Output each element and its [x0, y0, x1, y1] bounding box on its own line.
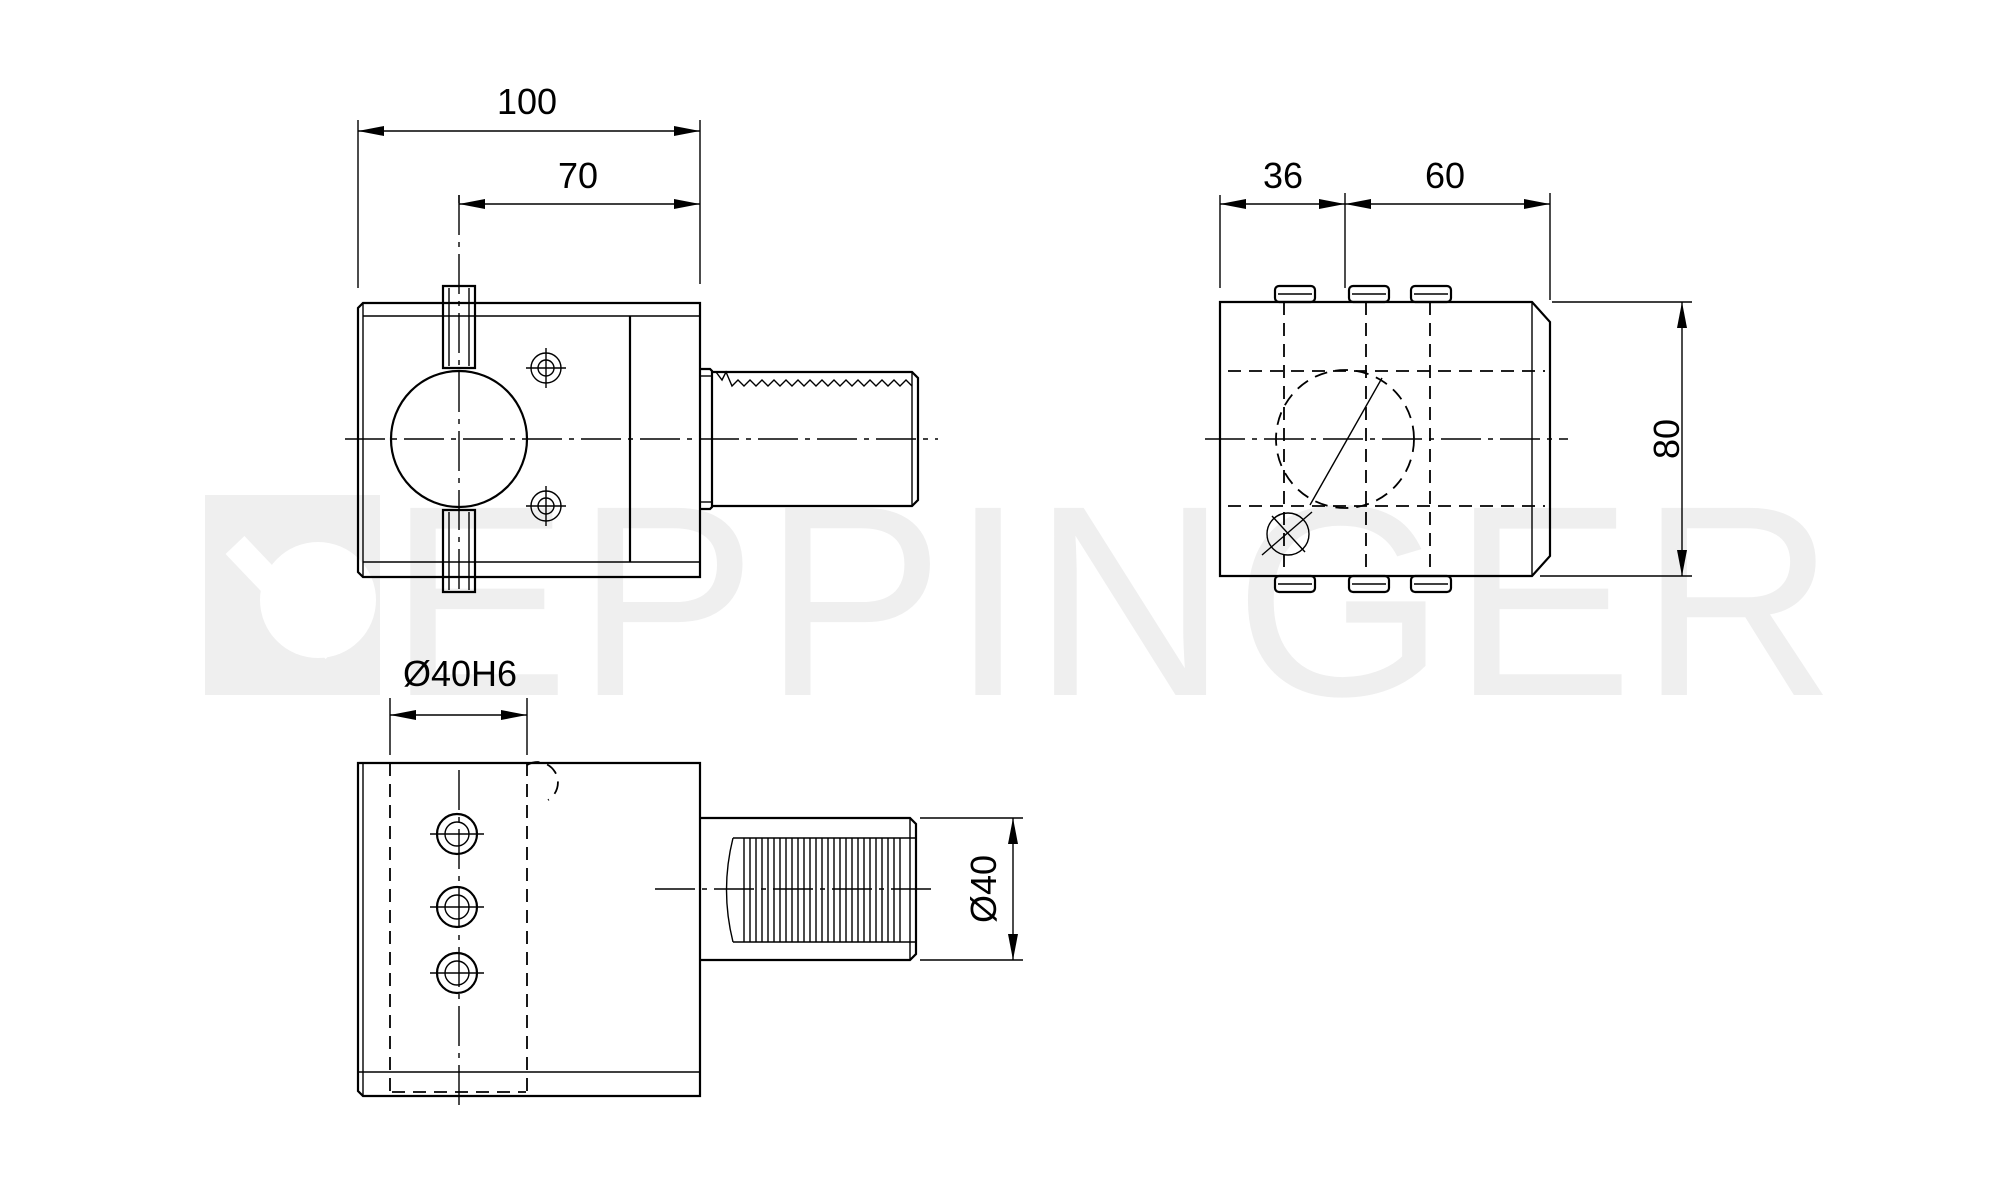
dim-width-a: 36	[1263, 155, 1303, 196]
side-view: 36 60 80	[1205, 155, 1692, 594]
watermark-logo-icon	[205, 495, 380, 695]
bolt-heads-bottom	[1273, 574, 1453, 594]
screw-marker-side-icon	[1261, 511, 1313, 556]
front-view: 100 70	[345, 81, 938, 596]
bottom-screw-1-icon	[430, 812, 484, 856]
screw-marker-lower-icon	[526, 486, 566, 526]
dim-shank-diameter: Ø40	[963, 855, 1004, 923]
dim-width-b: 60	[1425, 155, 1465, 196]
bolt-heads-top	[1273, 284, 1453, 304]
screw-marker-upper-icon	[526, 348, 566, 388]
bottom-view: Ø40H6 Ø40	[356, 653, 1023, 1106]
dim-shank-length: 70	[558, 155, 598, 196]
watermark: EPPINGER	[205, 449, 1842, 753]
clamp-bolt-bottom	[441, 508, 477, 594]
thread-profile	[715, 370, 913, 388]
bottom-screw-2-icon	[430, 885, 484, 929]
dim-height: 80	[1646, 419, 1687, 459]
dim-bore-diameter: Ø40H6	[403, 653, 517, 694]
clamp-bolt-top	[441, 284, 477, 370]
watermark-text: EPPINGER	[388, 449, 1842, 753]
dim-overall-length: 100	[497, 81, 557, 122]
bottom-screw-3-icon	[430, 951, 484, 995]
threaded-shank	[725, 837, 915, 943]
